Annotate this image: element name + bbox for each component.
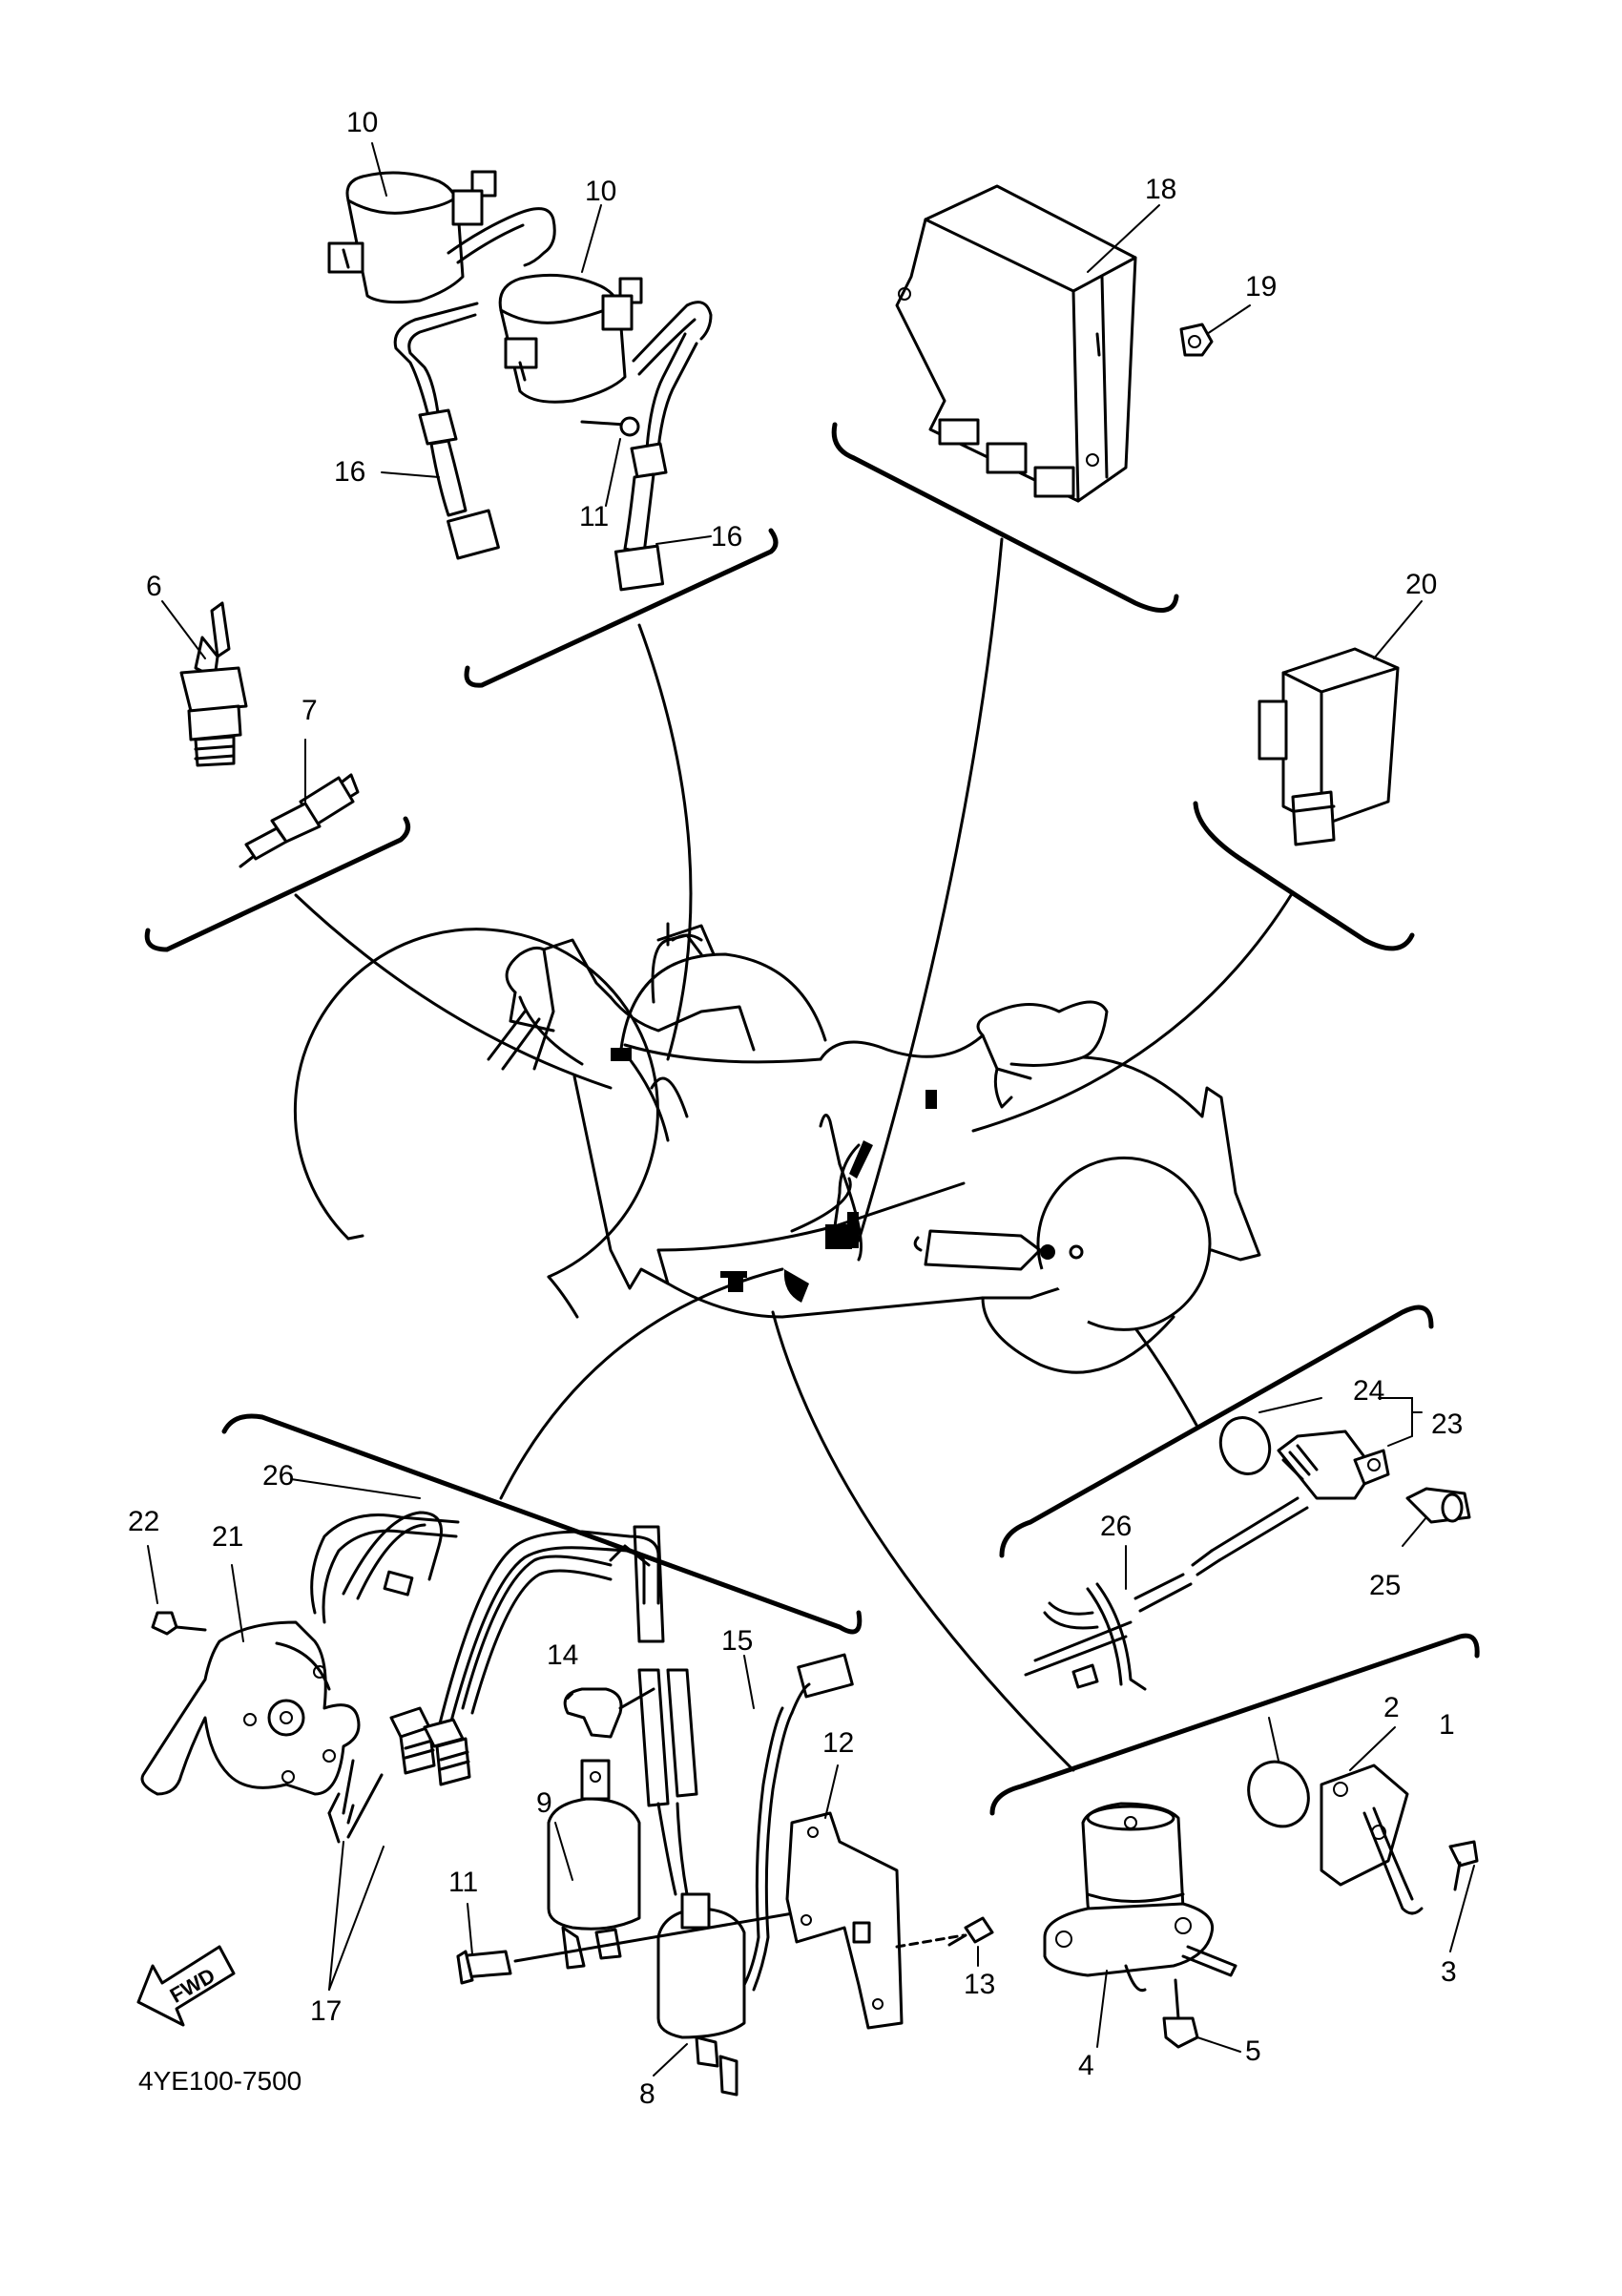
callout-10: 10	[346, 107, 379, 138]
callout-15: 15	[721, 1625, 754, 1657]
callout-23: 23	[1431, 1409, 1464, 1440]
group-brackets	[144, 422, 1480, 1816]
callout-17: 17	[310, 1995, 343, 2027]
callout-10: 10	[585, 176, 617, 207]
callout-3: 3	[1441, 1956, 1457, 1988]
forward-direction-arrow: FWD	[136, 1945, 236, 2027]
callout-2: 2	[1383, 1692, 1400, 1723]
motorcycle-outline	[293, 922, 1261, 1374]
ignition-coil-group-top	[327, 170, 713, 592]
lower-left-group	[140, 1511, 994, 2097]
callout-11: 11	[448, 1867, 479, 1898]
relay-group	[1258, 647, 1400, 846]
callout-22: 22	[128, 1506, 160, 1537]
callout-20: 20	[1405, 569, 1438, 600]
callout-6: 6	[146, 571, 162, 602]
callout-leaders	[147, 142, 1475, 2077]
callout-12: 12	[822, 1727, 855, 1759]
callout-9: 9	[536, 1787, 552, 1819]
callout-4: 4	[1078, 2050, 1094, 2081]
callout-21: 21	[212, 1521, 244, 1553]
ecu-group	[895, 184, 1214, 503]
diagram-reference-code: 4YE100-7500	[138, 2066, 302, 2096]
callout-7: 7	[302, 695, 318, 726]
callout-25: 25	[1369, 1570, 1402, 1601]
callout-8: 8	[639, 2078, 655, 2110]
callout-18: 18	[1145, 174, 1177, 205]
callout-19: 19	[1245, 271, 1278, 303]
callout-16: 16	[711, 521, 743, 553]
callout-13: 13	[964, 1969, 996, 2000]
callout-26: 26	[262, 1460, 295, 1492]
callout-16: 16	[334, 456, 366, 488]
group-leader-lines	[294, 537, 1295, 1772]
callout-24: 24	[1353, 1375, 1385, 1407]
speed-sensor-group	[1024, 1416, 1471, 1691]
lower-right-group	[1043, 1760, 1479, 2049]
sensor-group-left	[179, 601, 360, 868]
callout-26: 26	[1100, 1511, 1133, 1542]
callout-5: 5	[1245, 2035, 1261, 2067]
callout-11: 11	[579, 501, 610, 532]
callout-1: 1	[1439, 1709, 1455, 1741]
callout-14: 14	[547, 1639, 579, 1671]
